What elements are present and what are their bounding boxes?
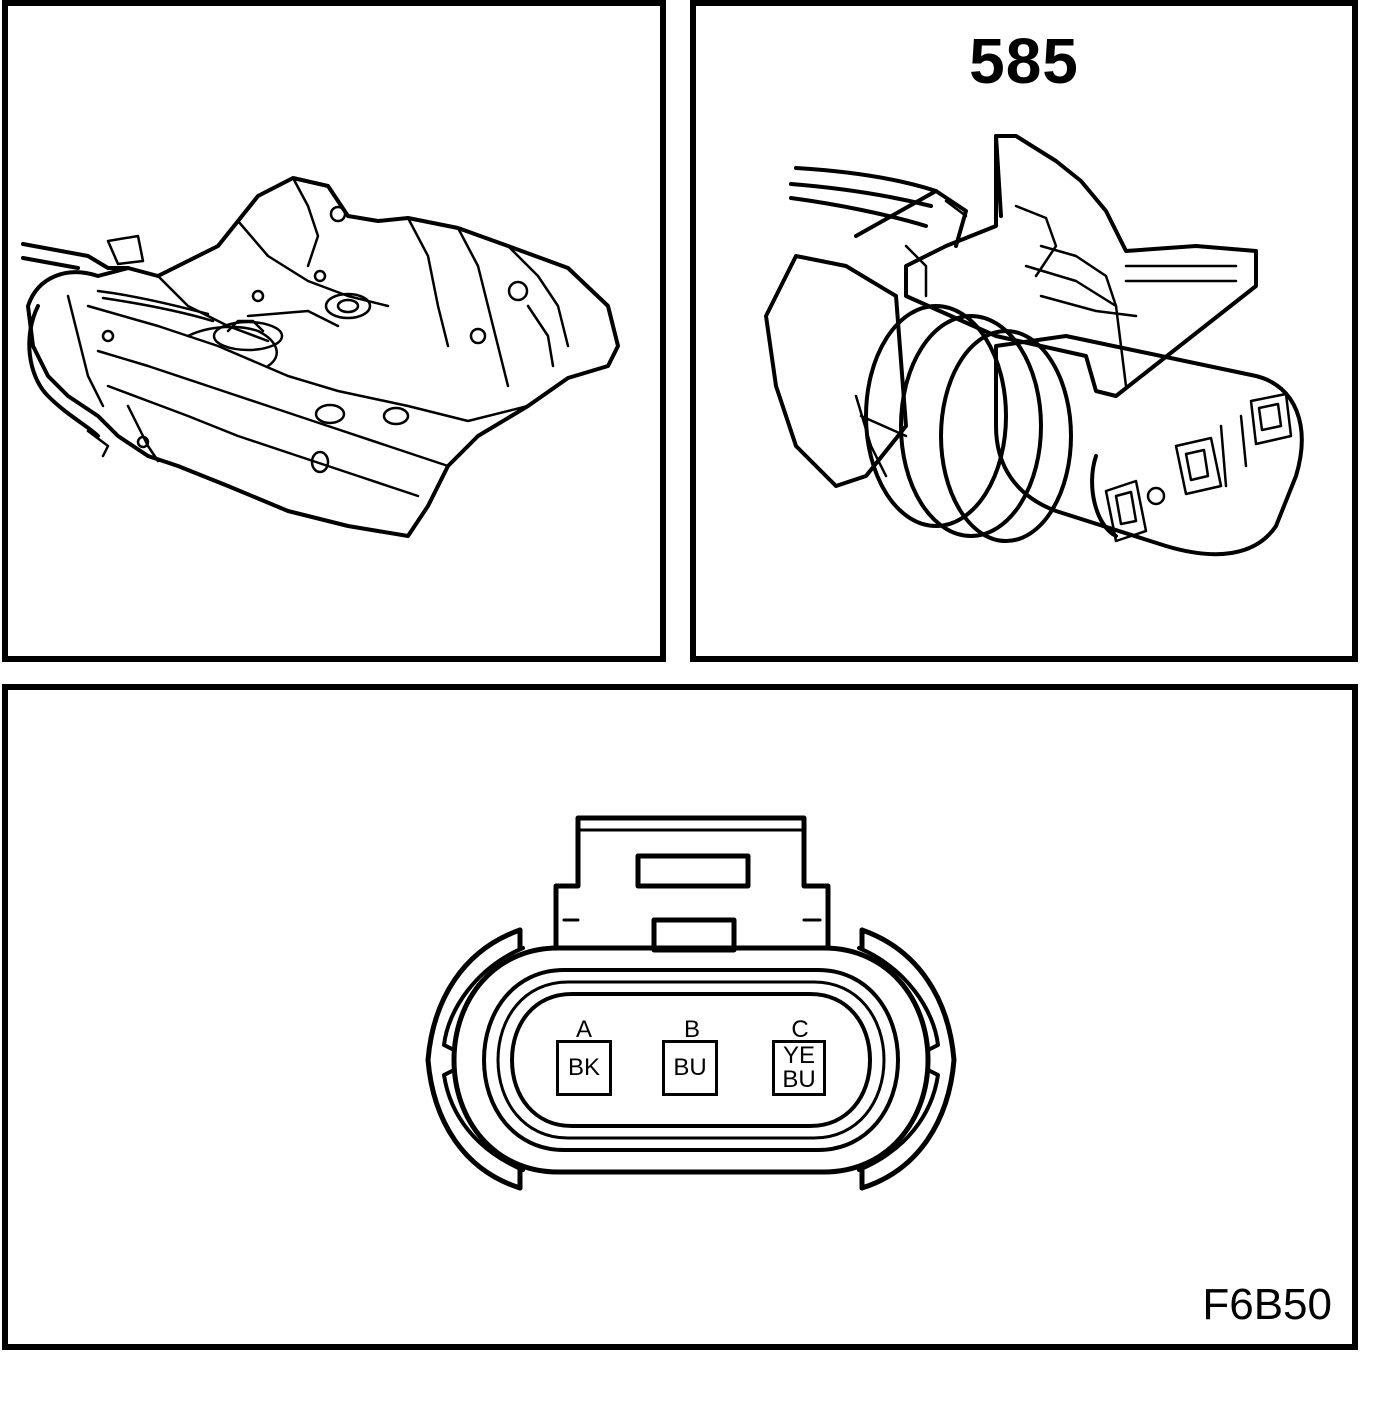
connector-isometric-illustration [764,134,1304,557]
pin-letter-c: C [791,1016,809,1043]
pin-letter-a: A [575,1016,592,1043]
pin-a-wire-color: BK [567,1054,600,1081]
pin-c-wire-color-1: YE [782,1042,815,1069]
figure-code: F6B50 [1202,1280,1332,1329]
pin-b-wire-color: BU [673,1054,707,1081]
pin-cavity-c: YE BU [772,1040,826,1096]
pin-letter-b: B [683,1016,700,1043]
component-location-panel [2,0,666,662]
fuel-tank-illustration [21,176,620,538]
pin-c-wire-color-2: BU [782,1066,816,1093]
connector-face-outline [425,815,957,1191]
pin-cavity-a: BK [556,1040,612,1096]
connector-view-panel: 585 [690,0,1358,662]
connector-pinout-panel: A BK B BU C YE BU F6B50 [2,684,1358,1350]
connector-number: 585 [969,25,1079,97]
pin-cavity-b: BU [662,1040,718,1096]
